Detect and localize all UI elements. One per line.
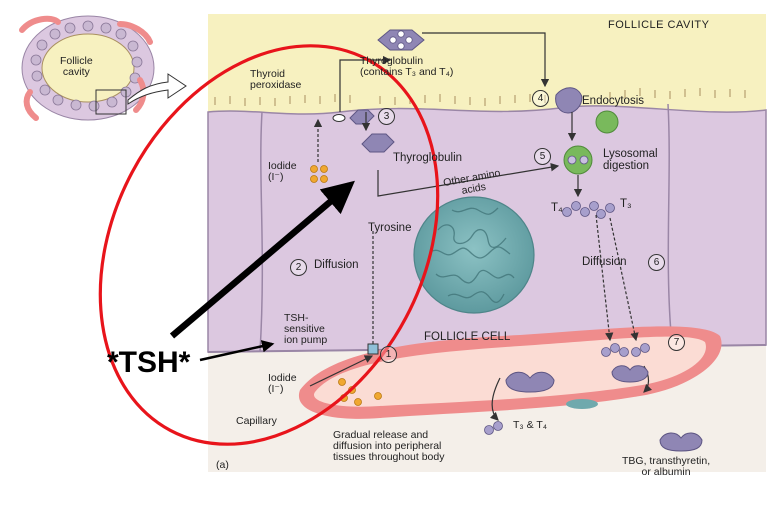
cell-border-left	[259, 111, 264, 353]
tbg-label: TBG, transthyretin, or albumin	[622, 455, 711, 479]
arrow-icon	[309, 32, 653, 421]
follicle-cell-label: FOLLICLE CELL	[424, 331, 511, 343]
thyroglobulin-cavity-small	[349, 109, 375, 125]
follicle-cavity-region	[208, 14, 766, 114]
t3-t4-capillary-molecules	[484, 343, 650, 435]
lysosomal-digestion-label: Lysosomal digestion	[603, 148, 658, 173]
tyrosine-label: Tyrosine	[368, 222, 412, 234]
diffusion-left-label: Diffusion	[314, 259, 359, 271]
peroxidase-enzyme	[332, 114, 346, 122]
tbg-protein-icon	[505, 365, 703, 452]
tsh-arrow-to-thyroglobulin	[169, 180, 355, 339]
lysosome-digestion-icon	[563, 145, 593, 175]
tsh-arrow-to-ion-pump	[199, 340, 275, 362]
step-4-badge: 4	[532, 90, 549, 107]
iodide-inner-label: Iodide (I⁻)	[268, 160, 297, 184]
diffusion-right-label: Diffusion	[582, 256, 627, 268]
t4-t3-molecules	[562, 201, 615, 219]
thyroid-peroxidase-label: Thyroid peroxidase	[250, 68, 302, 92]
cell-border-right	[667, 103, 673, 346]
step-7-badge: 7	[668, 334, 685, 351]
capillary-cell-nucleus	[566, 399, 598, 409]
thyroglobulin-mid-label: Thyroglobulin	[393, 152, 463, 164]
panel-label: (a)	[216, 459, 229, 471]
endocytosis-vesicle-icon	[555, 87, 583, 114]
capillary-label: Capillary	[236, 415, 277, 427]
lysosome-icon	[595, 110, 619, 134]
t3-t4-label: T₃ & T₄	[513, 419, 548, 431]
chromatin	[429, 207, 515, 303]
step-1-badge: 1	[380, 346, 397, 363]
tsh-sensitive-pump-label: TSH- sensitive ion pump	[284, 312, 328, 347]
follicle-cavity-label: FOLLICLE CAVITY	[608, 19, 710, 31]
t4-label: T₄	[551, 202, 563, 214]
thyroglobulin-top-label: Thyroglobulin (contains T₃ and T₄)	[360, 55, 454, 79]
thyroglobulin-mid-icon	[361, 133, 395, 153]
t3-label: T₃	[620, 198, 632, 210]
follicle-inset	[19, 15, 187, 121]
endocytosis-label: Endocytosis	[582, 95, 645, 107]
step-5-badge: 5	[534, 148, 551, 165]
inset-zoom-box	[95, 89, 127, 115]
ion-pump-icon	[367, 343, 379, 355]
step-3-badge: 3	[378, 108, 395, 125]
thyroglobulin-icon	[377, 29, 425, 51]
step-2-badge: 2	[290, 259, 307, 276]
tsh-annotation: *TSH*	[107, 346, 191, 379]
gradual-release-label: Gradual release and diffusion into perip…	[333, 429, 445, 464]
inset-zoom-arrow	[127, 73, 187, 105]
follicle-cavity-inset-label: Follicle cavity	[60, 55, 93, 79]
iodide-capillary-label: Iodide (I⁻)	[268, 372, 297, 396]
step-6-badge: 6	[648, 254, 665, 271]
tsh-highlight-ellipse	[98, 44, 440, 446]
